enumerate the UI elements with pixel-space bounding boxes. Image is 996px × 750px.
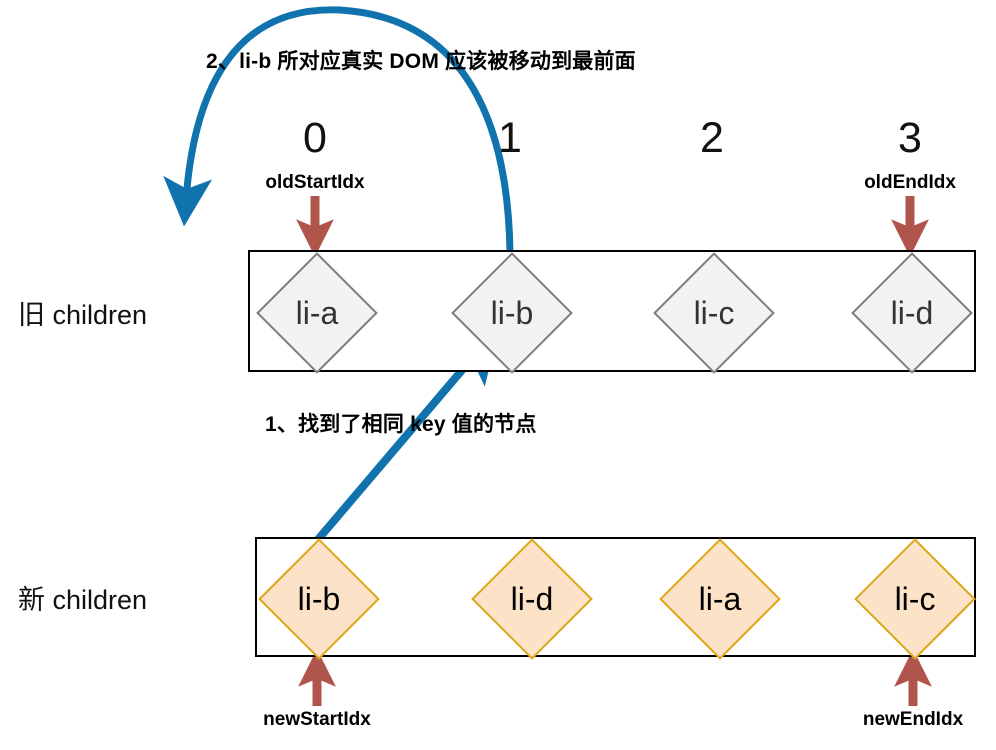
new-children-row-label: 新 children [18,585,148,615]
new-children-box: li-b li-d li-a li-c [255,537,976,660]
old-node-li-b-label: li-b [490,295,534,331]
old-index-3: 3 [898,114,922,162]
new-node-li-a[interactable]: li-a [659,538,781,660]
new-node-li-d-label: li-d [510,581,554,617]
new-node-li-d[interactable]: li-d [471,538,593,660]
new-start-idx-label: newStartIdx [263,709,371,730]
old-start-idx-label: oldStartIdx [265,172,365,193]
annotation-step-1: 1、找到了相同 key 值的节点 [265,413,537,436]
new-node-li-c-label: li-c [894,581,936,617]
old-node-li-d-label: li-d [890,295,934,331]
same-key-match-arrow [311,325,500,546]
new-node-li-c[interactable]: li-c [854,538,976,660]
old-children-box: li-a li-b li-c li-d [248,250,976,374]
old-end-idx-label: oldEndIdx [864,172,956,193]
new-end-idx-label: newEndIdx [862,709,964,730]
old-node-li-c-label: li-c [693,295,735,331]
new-node-li-b[interactable]: li-b [258,538,380,660]
old-node-li-a-label: li-a [295,295,339,331]
old-node-li-a[interactable]: li-a [256,252,378,374]
old-index-1: 1 [498,114,522,162]
old-node-li-d[interactable]: li-d [851,252,973,374]
old-index-0: 0 [303,114,327,162]
new-node-li-a-label: li-a [698,581,742,617]
old-node-li-b[interactable]: li-b [451,252,573,374]
new-node-li-b-label: li-b [297,581,341,617]
old-index-2: 2 [700,114,724,162]
annotation-step-2: 2、li-b 所对应真实 DOM 应该被移动到最前面 [206,50,636,73]
old-node-li-c[interactable]: li-c [653,252,775,374]
old-children-row-label: 旧 children [18,300,148,330]
